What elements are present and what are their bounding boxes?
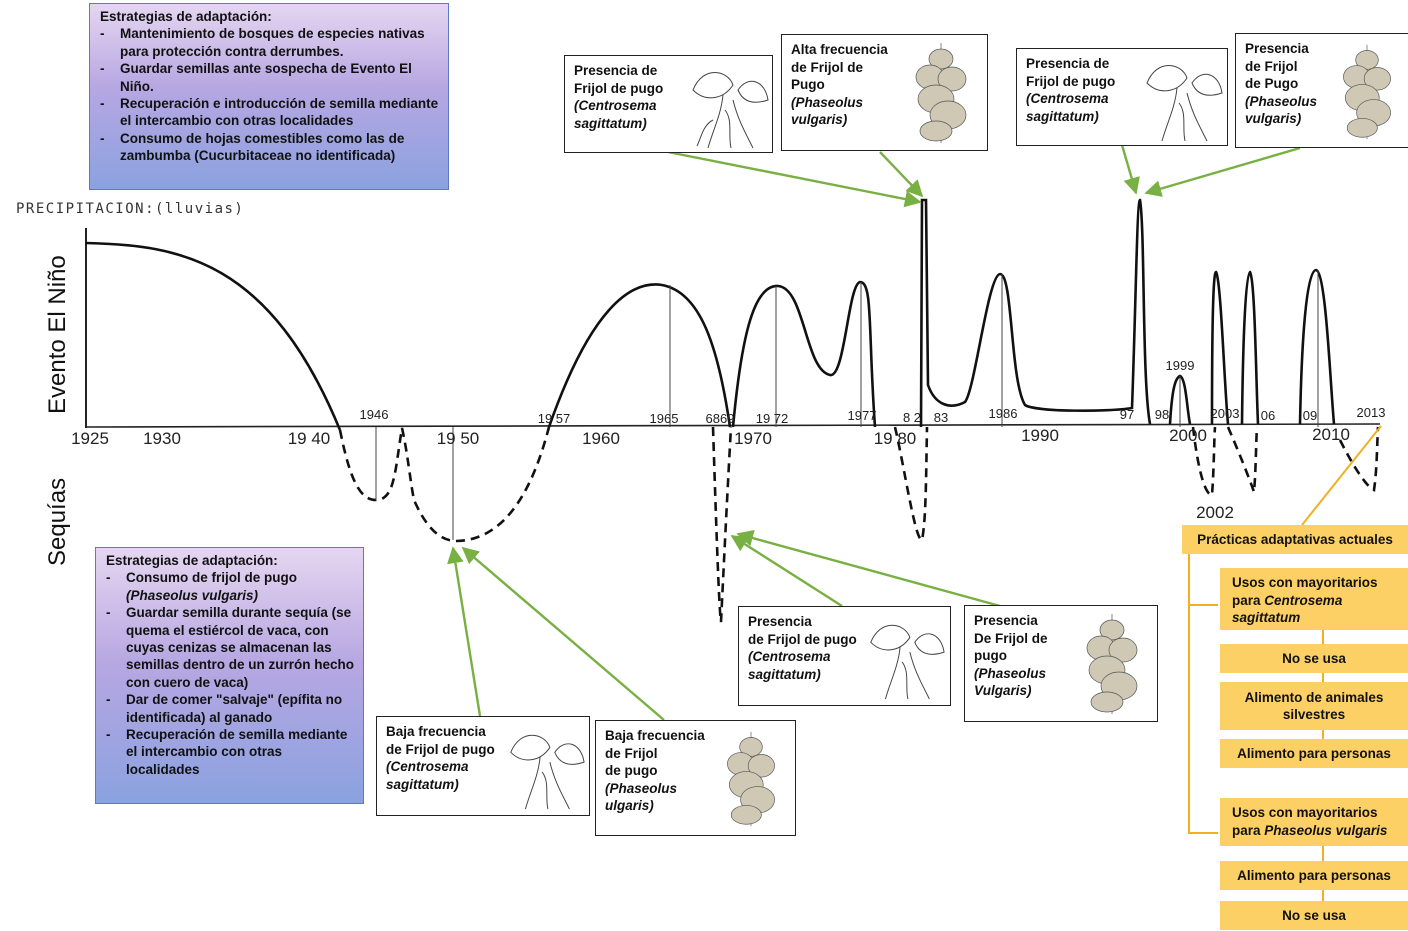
- practice-item: No se usa: [1220, 644, 1408, 673]
- precipitation-label: PRECIPITACION:(lluvias): [16, 201, 245, 217]
- year-label: 1986: [989, 406, 1018, 421]
- year-label: 83: [934, 410, 948, 425]
- year-label: 1999: [1166, 358, 1195, 373]
- practice-item: Alimento de animales silvestres: [1220, 682, 1408, 730]
- reference-lines: [375, 270, 1319, 540]
- year-label: 2000: [1169, 426, 1207, 445]
- centrosema-plant-icon: [692, 72, 769, 149]
- year-label: 98: [1155, 407, 1169, 422]
- year-label: 19 72: [756, 411, 789, 426]
- practice-bracket-line: [1188, 554, 1190, 834]
- year-label: 1965: [650, 411, 679, 426]
- annotation-arrows: [447, 144, 1301, 721]
- centrosema-plant-icon: [510, 734, 585, 810]
- year-label: 06: [1261, 408, 1275, 423]
- strategies-top: Estrategias de adaptación: Mantenimiento…: [89, 3, 449, 190]
- year-label: 1990: [1021, 426, 1059, 445]
- year-label: 97: [1120, 407, 1134, 422]
- strategy-item: Dar de comer "salvaje" (epífita no ident…: [106, 691, 357, 726]
- year-label: 1925: [71, 429, 109, 448]
- year-label: 19 50: [437, 429, 480, 448]
- droughts-axis-label: Sequías: [44, 477, 71, 566]
- year-labels-above: 1946 19 57 1965 6869 19 72 1977 8 2 83 1986 97 98 1…: [360, 358, 1386, 426]
- strategies-top-title: Estrategias de adaptación:: [100, 9, 272, 24]
- strategy-item: Guardar semilla durante sequía (se quema…: [106, 604, 357, 691]
- phaseolus-plant-icon: [1086, 614, 1138, 714]
- el-nino-axis-label: Evento El Niño: [44, 255, 71, 414]
- year-label: 19 40: [288, 429, 331, 448]
- el-nino-curve: [85, 198, 1336, 431]
- year-label: 1946: [360, 407, 389, 422]
- strategy-item: Mantenimiento de bosques de especies nat…: [100, 25, 442, 60]
- year-label: 1970: [734, 429, 772, 448]
- year-label: 1960: [582, 429, 620, 448]
- practice-item: Alimento para personas: [1220, 861, 1408, 890]
- year-label: 19 80: [874, 429, 917, 448]
- year-label: 2010: [1312, 425, 1350, 444]
- year-label: 09: [1303, 408, 1317, 423]
- year-label: 1977: [848, 408, 877, 423]
- year-label: 8 2: [903, 410, 921, 425]
- practice-item: Alimento para personas: [1220, 739, 1408, 768]
- strategy-item: Consumo de frijol de pugo(Phaseolus vulg…: [106, 569, 357, 604]
- year-label: 2013: [1357, 405, 1386, 420]
- strategy-item: Recuperación e introducción de semilla m…: [100, 95, 442, 130]
- strategy-item: Consumo de hojas comestibles como las de…: [100, 130, 442, 165]
- centrosema-uses-header: Usos con mayoritarios para Centrosema sa…: [1220, 568, 1408, 630]
- strategy-item: Guardar semillas ante sospecha de Evento…: [100, 60, 442, 95]
- year-label: 1930: [143, 429, 181, 448]
- year-label: 19 57: [538, 411, 571, 426]
- strategies-bottom-title: Estrategias de adaptación:: [106, 553, 278, 568]
- year-label: 2002: [1196, 503, 1234, 522]
- strategies-bottom: Estrategias de adaptación: Consumo de fr…: [95, 547, 364, 804]
- strategy-item: Recuperación de semilla mediante el inte…: [106, 726, 357, 778]
- phaseolus-plant-icon: [915, 43, 967, 143]
- phaseolus-plant-icon: [1343, 44, 1391, 140]
- phaseolus-uses-header: Usos con mayoritarios para Phaseolus vul…: [1220, 798, 1408, 846]
- year-labels-below: 1925 1930 19 40 19 50 1960 1970 19 80 1990 2000 2…: [71, 425, 1350, 522]
- practice-branch-line: [1188, 604, 1218, 606]
- practice-branch-line: [1188, 832, 1218, 834]
- phaseolus-plant-icon: [727, 731, 775, 827]
- centrosema-plant-icon: [870, 624, 945, 700]
- drought-curve: [338, 426, 1380, 623]
- centrosema-plant-icon: [1146, 65, 1223, 142]
- year-label: 2003: [1211, 406, 1240, 421]
- practice-connector: [1301, 425, 1382, 526]
- practice-item: No se usa: [1220, 901, 1408, 930]
- year-label: 6869: [706, 411, 735, 426]
- practices-title: Prácticas adaptativas actuales: [1182, 525, 1408, 554]
